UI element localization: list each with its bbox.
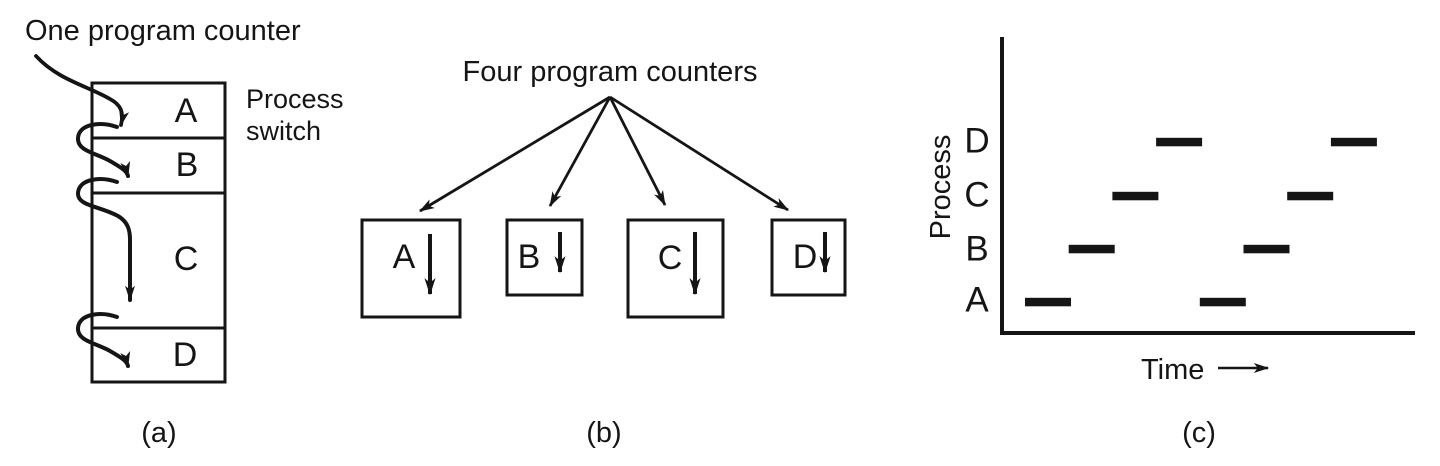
chart-row-label-a: A	[965, 280, 989, 320]
caption-c: (c)	[1182, 416, 1216, 449]
pc-box-b	[505, 218, 584, 297]
chart-row-label-c: C	[964, 175, 990, 215]
one-program-counter-label: One program counter	[25, 15, 301, 47]
run-bars	[1025, 137, 1377, 307]
program-counter-arrow-into-a	[34, 54, 130, 127]
pc-box-b-label: B	[517, 238, 541, 277]
chart-axes	[1000, 37, 1415, 335]
run-bar-B-slot-5	[1243, 244, 1290, 254]
chart-row-label-d: D	[964, 121, 990, 161]
run-bar-D-slot-3	[1156, 137, 1203, 147]
memory-section-c-label: C	[173, 240, 199, 279]
fan-arrow-to-b	[548, 96, 612, 208]
pc-box-c-label: C	[657, 239, 683, 278]
fan-arrow-to-c	[608, 96, 667, 207]
memory-section-d-label: D	[172, 336, 198, 375]
fan-arrow-to-d	[609, 95, 789, 212]
process-switch-curve-b-to-c	[76, 177, 135, 302]
process-switch-label: Process switch	[246, 84, 344, 147]
memory-section-a-label: A	[174, 92, 198, 131]
fan-arrow-to-a	[418, 95, 611, 213]
process-switch-curve-c-to-d	[76, 312, 131, 368]
chart-row-label-b: B	[965, 229, 989, 269]
memory-box	[90, 81, 227, 384]
run-bar-C-slot-2	[1112, 191, 1159, 201]
pc-box-a	[360, 218, 462, 319]
run-bar-A-slot-4	[1199, 297, 1246, 307]
y-axis-label-process: Process	[924, 134, 957, 240]
memory-section-b-label: B	[175, 146, 199, 185]
run-bar-B-slot-1	[1068, 244, 1115, 254]
run-bar-A-slot-0	[1025, 297, 1071, 307]
pc-box-c	[626, 218, 725, 319]
four-program-counters-label: Four program counters	[462, 55, 758, 88]
run-bar-D-slot-7	[1330, 137, 1377, 147]
caption-a: (a)	[141, 416, 177, 449]
process-switch-curve-a-to-b	[76, 122, 131, 178]
pc-box-a-label: A	[392, 238, 416, 277]
x-axis-label-time: Time	[1141, 354, 1205, 386]
pc-box-d	[770, 218, 847, 297]
caption-b: (b)	[586, 416, 622, 449]
run-bar-C-slot-6	[1287, 191, 1334, 201]
pc-box-d-label: D	[792, 238, 818, 277]
